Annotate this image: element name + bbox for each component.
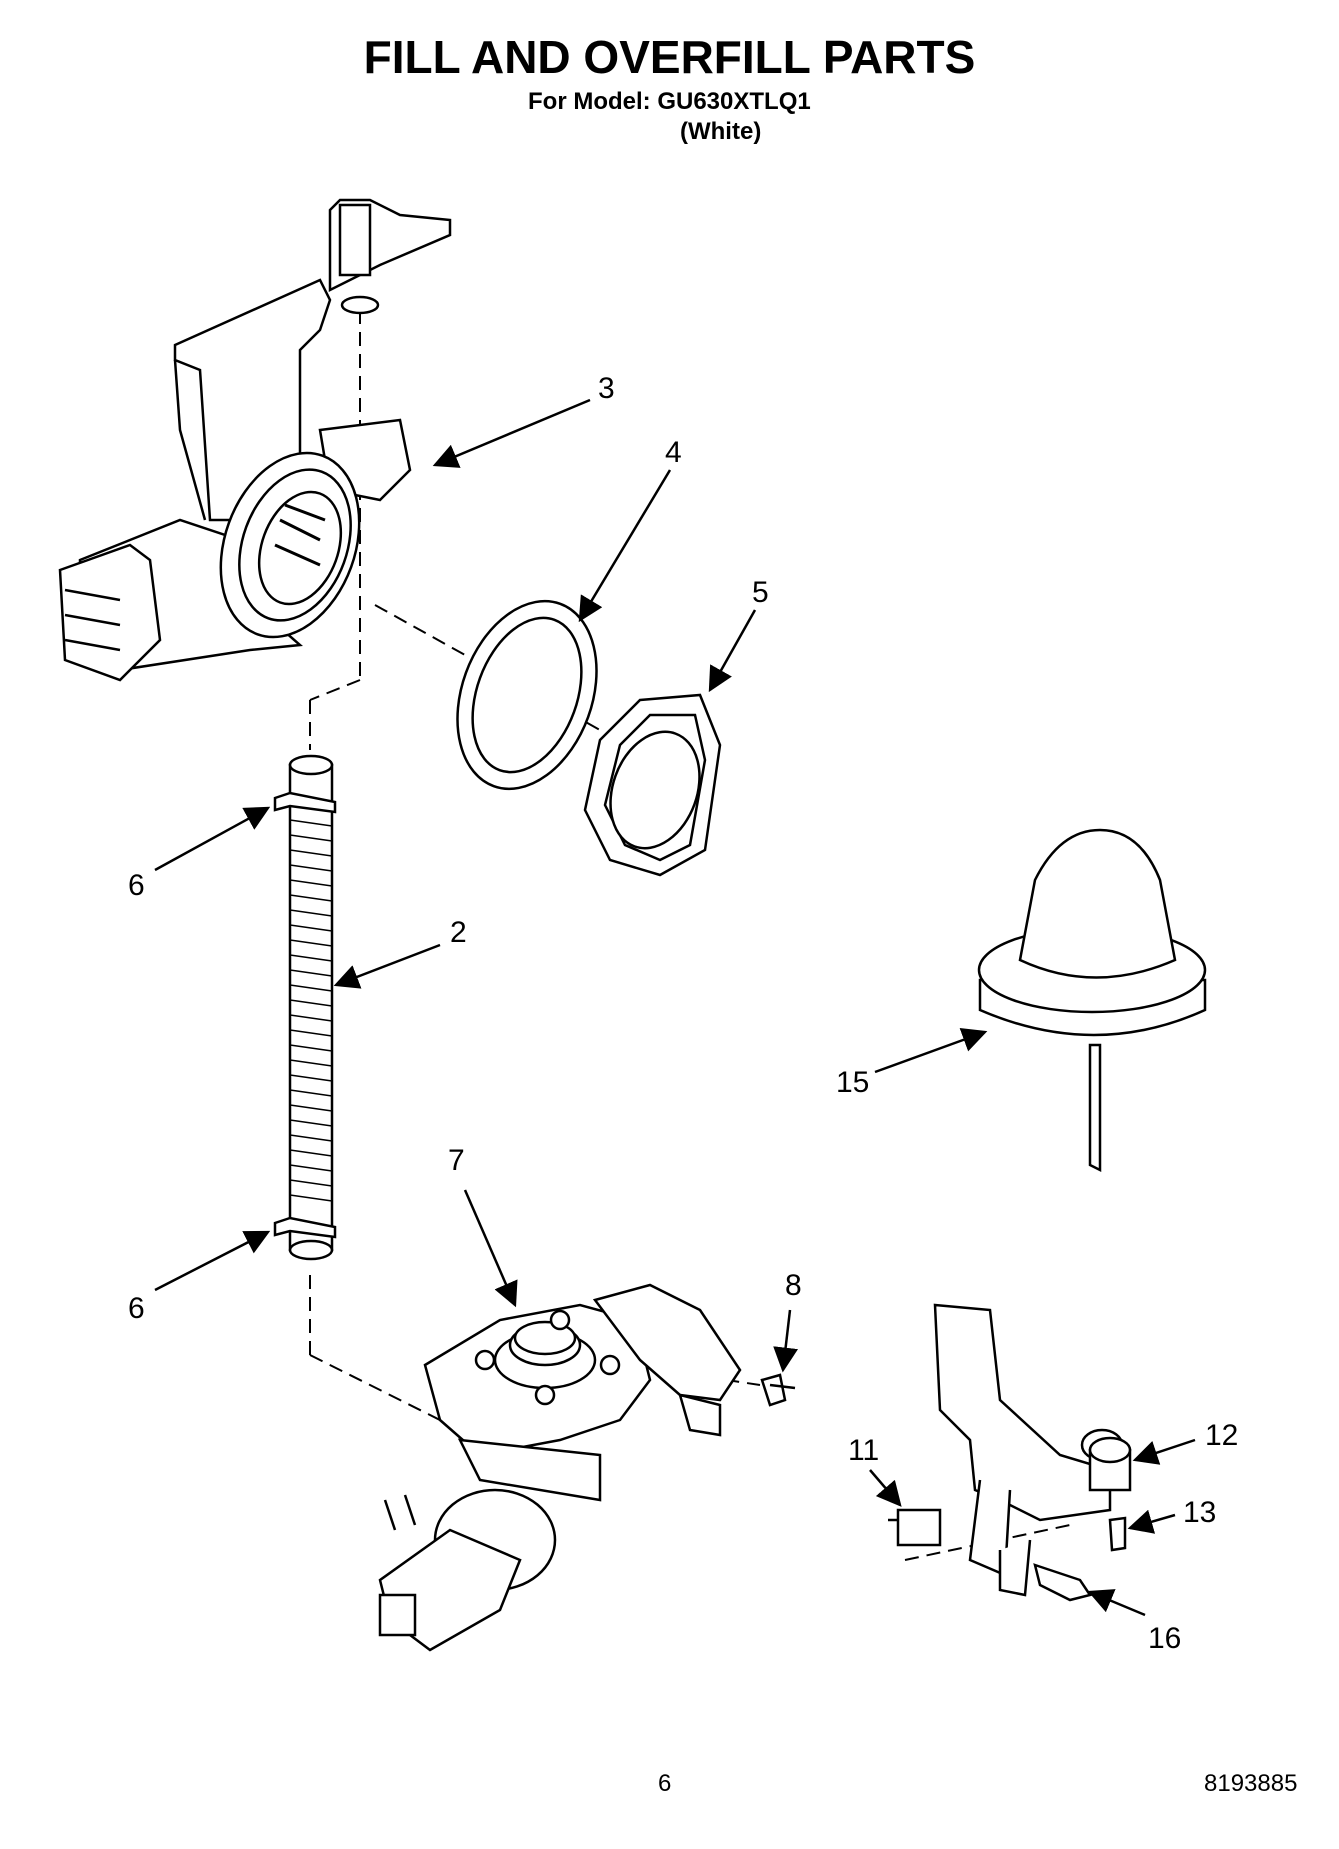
document-number: 8193885 [1204,1770,1298,1797]
callout-labels: 3 4 5 6 2 15 7 6 8 11 12 13 16 [128,372,1238,1655]
callout-3: 3 [598,372,615,405]
screw-icon [760,1373,796,1407]
callout-11: 11 [848,1434,879,1467]
callout-2: 2 [450,916,467,949]
callout-6-top: 6 [128,869,145,902]
page-number: 6 [658,1770,672,1797]
gasket-icon [456,599,598,791]
switch-icon [888,1508,942,1547]
hose-clamp-icon [273,791,337,1239]
callout-16: 16 [1148,1622,1181,1655]
callout-13: 13 [1183,1496,1216,1529]
fill-funnel-icon [58,198,452,682]
float-icon [977,828,1207,1173]
variant-label: (White) [680,118,762,145]
callout-12: 12 [1205,1419,1238,1452]
callout-5: 5 [752,576,769,609]
nut-icon [583,693,722,877]
water-valve-icon [378,1283,742,1652]
callout-arrows [154,398,1196,1617]
page-title: FILL AND OVERFILL PARTS [363,31,976,83]
model-line: For Model: GU630XTLQ1 [528,88,811,115]
callout-6-bottom: 6 [128,1292,145,1325]
hose-icon [288,754,334,1261]
bracket-icon [933,1303,1132,1597]
callout-4: 4 [665,436,682,469]
callout-7: 7 [448,1144,465,1177]
lever-icon [1033,1563,1093,1602]
screw-icon [1108,1516,1127,1552]
callout-8: 8 [785,1269,802,1302]
callout-15: 15 [836,1066,869,1099]
